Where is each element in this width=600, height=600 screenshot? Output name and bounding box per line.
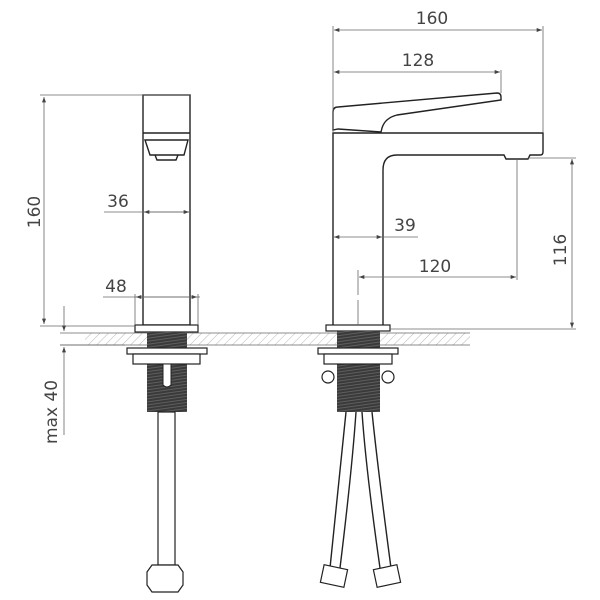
handle-length-label: 128 <box>402 51 434 71</box>
side-base-plate <box>325 324 391 332</box>
front-head-detail <box>143 132 190 161</box>
countertop-section <box>85 333 470 345</box>
front-hose <box>157 411 176 566</box>
side-hose-nut-right <box>372 563 402 589</box>
front-nut-plate <box>132 353 201 365</box>
front-washer <box>126 347 208 355</box>
side-bolt-left <box>321 370 335 384</box>
side-body-spout <box>332 132 544 325</box>
front-hose-nut <box>146 564 184 593</box>
side-hose-nut-left <box>319 563 349 589</box>
body-width-label: 36 <box>107 192 129 212</box>
front-bolt <box>162 363 172 388</box>
side-handle <box>332 92 502 133</box>
side-nut-plate <box>323 353 393 365</box>
spout-reach-label: 120 <box>419 257 451 277</box>
total-length-label: 160 <box>416 9 448 29</box>
front-base-plate <box>134 324 199 333</box>
side-hose-left <box>329 411 357 569</box>
side-washer <box>317 347 399 355</box>
side-view: 160 128 39 120 116 <box>317 9 576 589</box>
side-hose-right <box>361 411 392 569</box>
side-bolt-right <box>381 370 395 384</box>
spout-height-label: 116 <box>551 234 571 266</box>
base-width-label: 48 <box>105 277 127 297</box>
front-height-label: 160 <box>25 196 45 228</box>
body-depth-label: 39 <box>394 216 416 236</box>
side-thread <box>337 331 380 412</box>
counter-thickness-label: max 40 <box>42 380 62 444</box>
front-view: 160 36 48 max 40 <box>25 94 208 593</box>
front-body <box>142 94 191 326</box>
